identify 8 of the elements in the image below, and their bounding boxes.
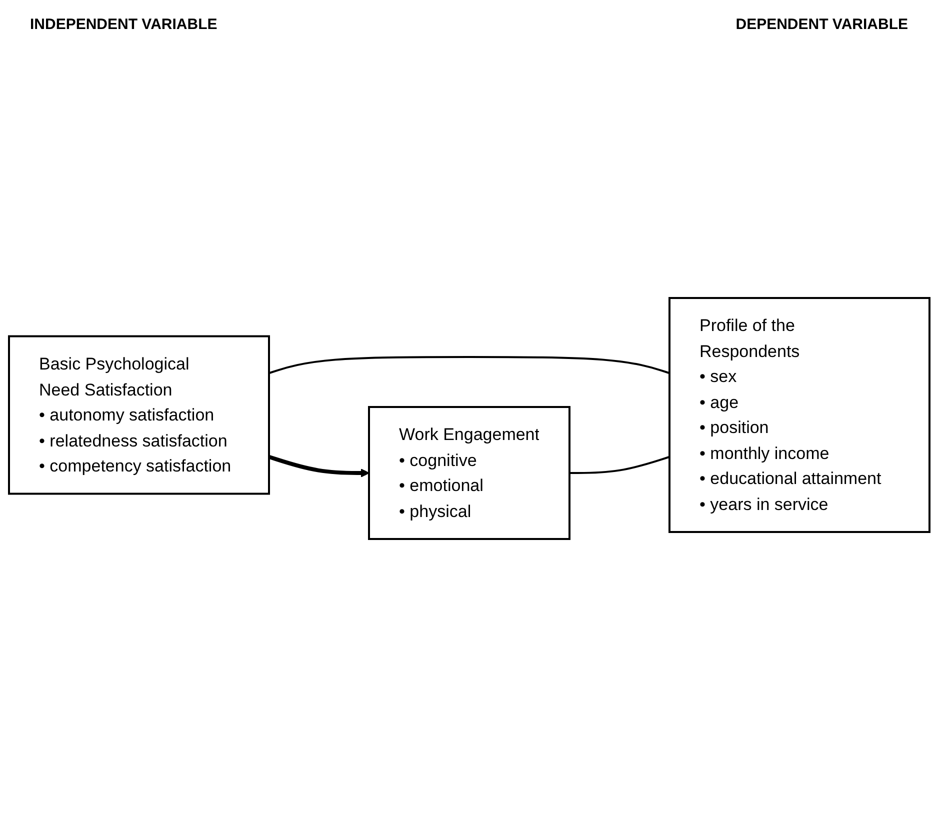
connector — [569, 455, 670, 474]
connector — [268, 356, 670, 374]
column-heading: DEPENDENT VARIABLE — [736, 16, 908, 33]
arrow — [268, 454, 370, 477]
column-heading: INDEPENDENT VARIABLE — [30, 16, 218, 33]
node-box: Work Engagement • cognitive • emotional • physical — [368, 406, 570, 540]
node-box: Basic Psychological Need Satisfaction • autonomy satisfaction • relatedness satisfaction • competency satisfaction — [8, 334, 270, 494]
node-box: Profile of the Respondents • sex • age • position • monthly income • educational attainment • years in service — [668, 296, 930, 532]
